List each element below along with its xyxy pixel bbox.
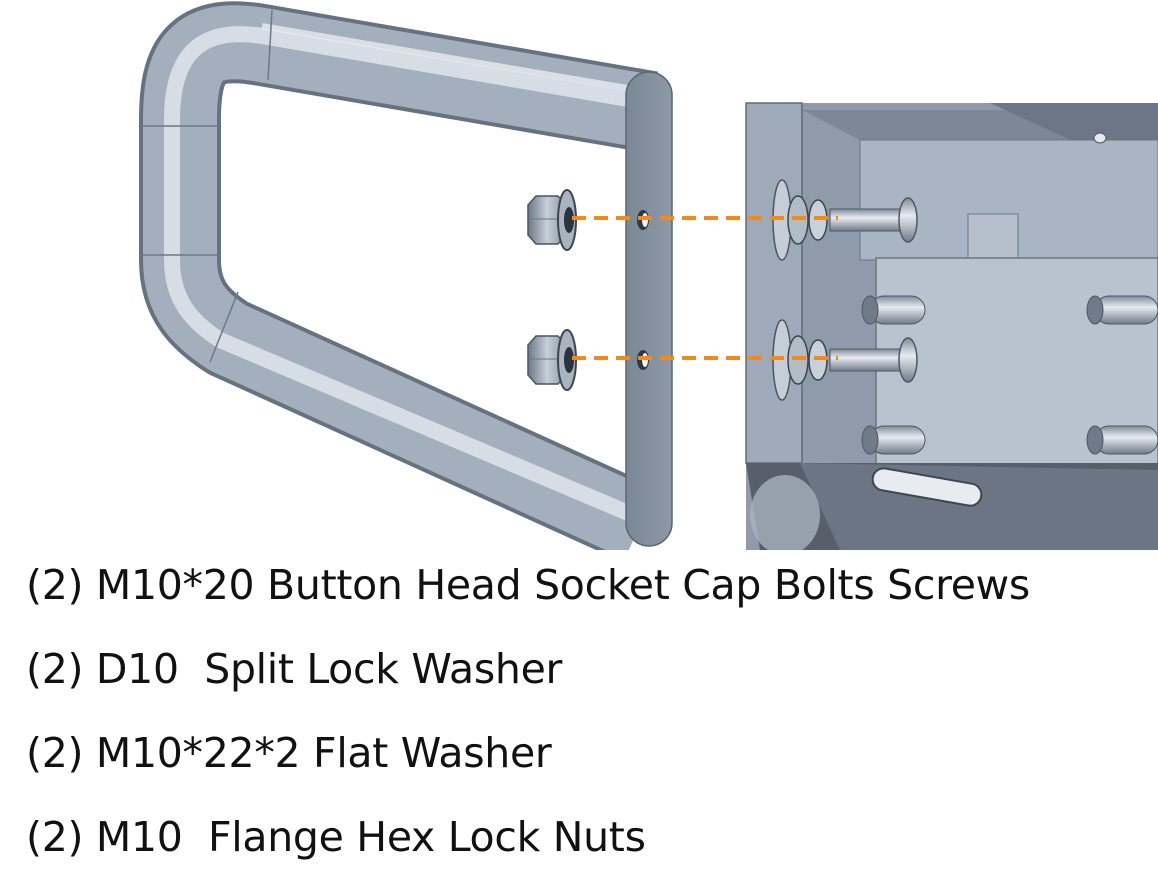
pin-bottom-left <box>861 425 926 455</box>
pin-bottom-right <box>1086 425 1158 455</box>
hex-nut-top <box>527 189 577 251</box>
bracket-assembly <box>745 102 1158 550</box>
pin-top-right <box>1086 295 1158 325</box>
grab-handle <box>139 1 658 550</box>
parts-list: (2) M10*20 Button Head Socket Cap Bolts … <box>26 555 1146 891</box>
part-item-flat-washer: (2) M10*22*2 Flat Washer <box>26 729 552 777</box>
part-item-bolts: (2) M10*20 Button Head Socket Cap Bolts … <box>26 561 1030 609</box>
hex-nut-bottom <box>527 329 577 391</box>
assembly-illustration <box>139 1 1158 550</box>
mounting-plate <box>625 71 673 547</box>
part-item-hex-lock-nuts: (2) M10 Flange Hex Lock Nuts <box>26 813 646 861</box>
part-item-split-lock-washer: (2) D10 Split Lock Washer <box>26 645 563 693</box>
pin-top-left <box>861 295 926 325</box>
